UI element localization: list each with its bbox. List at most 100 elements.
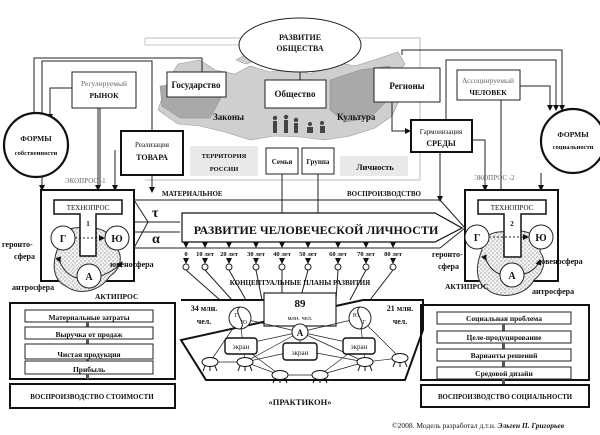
right-feedback-lines xyxy=(391,49,565,134)
technopros-2-block: ТЕХНОПРОС 2 Г Ю А xyxy=(464,189,559,296)
tau-symbol: τ xyxy=(152,206,159,221)
age-label: 80 лет xyxy=(384,251,403,258)
technopros-1-t xyxy=(53,199,123,257)
material-label: МАТЕРИАЛЬНОЕ xyxy=(162,190,223,198)
right-pop-unit: чел. xyxy=(393,317,408,326)
age-label: 50 лет xyxy=(299,251,318,258)
age-label: 0 xyxy=(184,251,187,258)
state-box: Государство xyxy=(166,71,227,98)
svg-text:Ассоциируемый: Ассоциируемый xyxy=(462,76,514,85)
age-node xyxy=(201,263,209,271)
svg-text:Ю: Ю xyxy=(241,320,247,326)
goods-realization-box: Реализация ТОВАРА xyxy=(120,130,184,176)
age-node xyxy=(362,263,370,271)
yin-yang-right-icon: Ю Г xyxy=(348,306,372,330)
geronto-1-line1: геронто- xyxy=(2,240,33,249)
svg-text:ТЕХНОПРОС: ТЕХНОПРОС xyxy=(491,204,534,212)
svg-text:Регионы: Регионы xyxy=(389,81,424,91)
group-box: Группа xyxy=(301,147,335,175)
age-label: 40 лет xyxy=(273,251,292,258)
g-2-label: Г xyxy=(474,233,480,244)
center-pop-unit: млн. чел. xyxy=(287,315,312,322)
copyright-credit: ©2008. Модель разработал д.т.н. Эльген П… xyxy=(392,421,565,430)
praktikon-block: 89 млн. чел. 34 млн. чел. 21 млн. чел. xyxy=(179,292,424,384)
juveno-2-label: ювеносфера xyxy=(539,257,583,266)
age-label: 70 лет xyxy=(357,251,376,258)
left-pop-value: 34 млн. xyxy=(191,304,218,313)
connector xyxy=(86,374,89,379)
svg-text:СРЕДЫ: СРЕДЫ xyxy=(426,139,456,148)
associated-person-box: Ассоциируемый ЧЕЛОВЕК xyxy=(456,69,521,190)
credit-author: Эльген П. Григорьев xyxy=(498,421,565,430)
family-box: Семья xyxy=(265,147,299,175)
age-label: 20 лет xyxy=(220,251,239,258)
screen-center: экран xyxy=(282,342,318,361)
society-development-line2: ОБЩЕСТВА xyxy=(276,44,324,53)
svg-text:Ю: Ю xyxy=(353,313,359,319)
svg-text:2: 2 xyxy=(510,220,514,228)
age-node xyxy=(334,263,342,271)
laws-label: Законы xyxy=(213,112,244,122)
society-box: Общество xyxy=(264,79,327,109)
credit-prefix: ©2008. Модель разработал д.т.н. xyxy=(392,421,496,430)
age-node xyxy=(182,263,190,271)
territory-line1: ТЕРРИТОРИЯ xyxy=(202,153,247,160)
praktikon-title: «ПРАКТИКОН» xyxy=(269,397,332,407)
age-node xyxy=(304,263,312,271)
territory-line2: РОССИИ xyxy=(210,166,239,173)
social-item: Средовой дизайн xyxy=(475,369,533,378)
connector xyxy=(502,343,505,350)
aktipros-1-label: АКТИПРОС xyxy=(95,292,138,301)
svg-text:ФОРМЫ: ФОРМЫ xyxy=(20,134,52,143)
svg-text:Реализация: Реализация xyxy=(135,141,170,149)
territory-shade xyxy=(190,146,258,176)
geronto-2-line1: геронто- xyxy=(432,250,463,259)
svg-text:Г: Г xyxy=(234,313,238,319)
a-2-label: А xyxy=(508,271,516,282)
people-figures-icon xyxy=(272,114,325,133)
antro-1-label: антросфера xyxy=(12,283,54,292)
svg-text:Общество: Общество xyxy=(275,89,316,99)
screen-right: экран xyxy=(342,337,376,355)
regions-box: Регионы xyxy=(373,67,441,103)
age-label: 30 лет xyxy=(247,251,266,258)
society-development-node: РАЗВИТИЕ ОБЩЕСТВА xyxy=(238,17,362,80)
svg-text:РЫНОК: РЫНОК xyxy=(89,91,119,100)
svg-text:ТЕХНОПРОС: ТЕХНОПРОС xyxy=(67,204,110,212)
culture-label: Культура xyxy=(337,112,376,122)
environment-harmonization-box: Гармонизация СРЕДЫ xyxy=(410,119,488,191)
social-item: Целе-продуцирование xyxy=(467,333,543,342)
svg-text:ЧЕЛОВЕК: ЧЕЛОВЕК xyxy=(469,88,507,97)
geronto-1-line2: сфера xyxy=(14,252,35,261)
cost-item: Выручка от продаж xyxy=(56,330,124,339)
right-pop-value: 21 млн. xyxy=(387,304,414,313)
technopros-2-t xyxy=(477,199,547,258)
plan-link xyxy=(369,269,394,301)
social-item: Варианты решений xyxy=(471,351,539,360)
yu-2-label: Ю xyxy=(535,233,546,244)
a-1-label: А xyxy=(85,272,93,283)
svg-text:Семья: Семья xyxy=(272,158,293,166)
regulated-market-box: Регулируемый РЫНОК xyxy=(71,71,137,185)
geronto-2-line2: сфера xyxy=(438,262,459,271)
connector xyxy=(502,361,505,368)
svg-text:собственности: собственности xyxy=(15,150,58,157)
human-development-arrow: РАЗВИТИЕ ЧЕЛОВЕЧЕСКОЙ ЛИЧНОСТИ xyxy=(133,174,466,249)
social-footer: ВОСПРОИЗВОДСТВО СОЦИАЛЬНОСТИ xyxy=(438,394,573,401)
alpha-symbol: α xyxy=(152,232,160,247)
social-reproduction-block: Социальная проблемаЦеле-продуцированиеВа… xyxy=(420,304,590,408)
reproduction-label: ВОСПРОИЗВОДСТВО xyxy=(347,190,421,198)
personality-label: Личность xyxy=(356,162,394,172)
a-node: А xyxy=(291,323,309,341)
plan-link xyxy=(185,269,221,301)
social-item: Социальная проблема xyxy=(466,314,542,323)
svg-text:Государство: Государство xyxy=(171,80,221,90)
age-node xyxy=(278,263,286,271)
cost-footer: ВОСПРОИЗВОДСТВО СТОИМОСТИ xyxy=(30,393,154,401)
svg-text:экран: экран xyxy=(292,349,309,357)
worker-icons xyxy=(201,353,409,384)
svg-text:экран: экран xyxy=(351,343,368,351)
svg-text:Регулируемый: Регулируемый xyxy=(81,79,127,88)
age-node xyxy=(225,263,233,271)
ecopros-2-label: ЭКОПРОС -2 xyxy=(474,174,515,182)
